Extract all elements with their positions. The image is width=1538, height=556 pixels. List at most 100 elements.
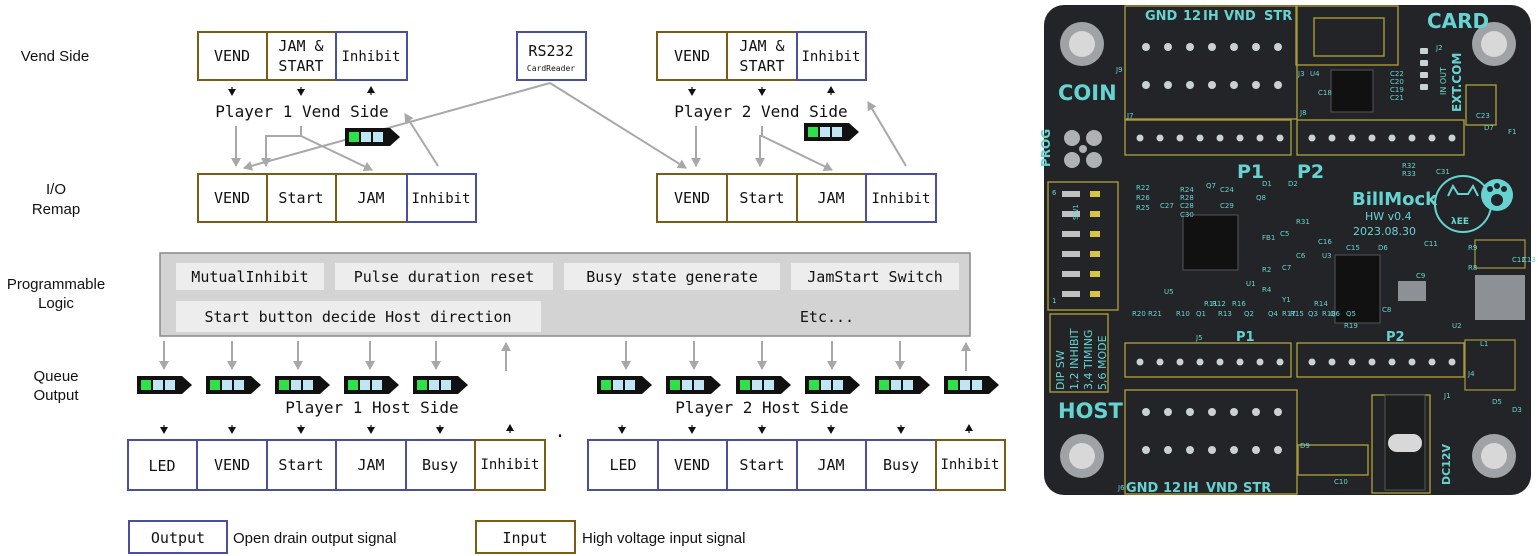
- pcb-extcom-label: EXT.COM: [1450, 53, 1464, 112]
- p1-host-vend: VEND: [214, 456, 250, 474]
- p2-jam-label: JAM &: [739, 37, 784, 55]
- logic-item-pulse: Pulse duration reset: [354, 268, 535, 286]
- pcb-date: 2023.08.30: [1353, 225, 1416, 238]
- p2-host-inhibit-box: [935, 439, 1006, 491]
- p1-host-start-box: [266, 439, 337, 491]
- p1-host-led: LED: [148, 457, 175, 475]
- pcb-dip-34: 3,4 TIMING: [1082, 330, 1095, 390]
- ref-U3: U3: [1322, 252, 1332, 260]
- host-direction-arrows: [160, 424, 973, 434]
- p1-remap-vend-box: [197, 173, 268, 223]
- ref-C23: C23: [1476, 112, 1490, 120]
- pcb-dip-56: 5,6 MODE: [1096, 335, 1109, 390]
- pcb-card-label: CARD: [1427, 9, 1489, 33]
- p1-vend-side-label: Player 1 Vend Side: [215, 102, 388, 121]
- ref-D6: D6: [1378, 244, 1388, 252]
- ref-D1: D1: [1262, 180, 1272, 188]
- ref-R33: R33: [1402, 170, 1416, 178]
- player2-vend-side: VEND JAM & START Inhibit Player 2 Vend S…: [656, 31, 867, 141]
- ref-C21: C21: [1390, 94, 1404, 102]
- queue-p1-vend: [206, 376, 261, 394]
- ref-J5: J5: [1195, 334, 1203, 342]
- pcb-dip-12: 1,2 INHIBIT: [1068, 328, 1081, 390]
- pcb-hw-version: HW v0.4: [1365, 210, 1412, 223]
- player1-host-side: LED VEND Start JAM Busy Inhibit: [127, 439, 546, 491]
- pcb-dc12v: DC12V: [1440, 443, 1453, 485]
- ref-J1: J1: [1443, 392, 1451, 400]
- pcb-p1-lower-label: P1: [1236, 330, 1255, 345]
- row-labels: Vend Side I/O Remap Programmable Logic Q…: [7, 48, 105, 404]
- p2-host-inhibit: Inhibit: [940, 457, 999, 473]
- pcb-p2-lower-label: P2: [1386, 330, 1405, 345]
- p2-host-led-box: [587, 439, 659, 491]
- ref-D9: D9: [1300, 442, 1310, 450]
- ref-C22: C22: [1390, 70, 1404, 78]
- ref-L1: L1: [1480, 340, 1488, 348]
- legend-input-label: Input: [502, 529, 547, 547]
- queue-indicators: [137, 376, 999, 394]
- p1-remap-jam-box: [335, 173, 408, 223]
- ref-R11: R11: [1204, 300, 1218, 308]
- p2-host-busy: Busy: [883, 456, 919, 474]
- ref-R17: R17: [1282, 310, 1296, 318]
- pcb-bottom-pin-2: IH: [1183, 481, 1199, 496]
- rs232-title: RS232: [528, 42, 573, 60]
- ref-R4: R4: [1262, 286, 1272, 294]
- p1-jam-start-input-box: [266, 31, 337, 81]
- row-label-queue: Queue: [33, 368, 78, 385]
- ref-R2: R2: [1262, 266, 1271, 274]
- logic-item-pulse-bg: [335, 263, 553, 290]
- connector-outlines: [1047, 5, 1497, 495]
- pcb-prog-label: PROG: [1039, 129, 1053, 167]
- p1-inhibit-output-box: [335, 31, 408, 81]
- ref-R14: R14: [1314, 300, 1328, 308]
- ref-C20: C20: [1390, 78, 1404, 86]
- ref-R15: R15: [1290, 310, 1304, 318]
- ref-R22: R22: [1136, 184, 1150, 192]
- pcb-board: CARD COIN HOST PROG EXT.COM IN OUT GND 1…: [1039, 5, 1536, 496]
- logic-item-jamstart: JamStart Switch: [807, 268, 942, 286]
- ref-U5: U5: [1164, 288, 1174, 296]
- ref-R12: R12: [1212, 300, 1226, 308]
- p2-remap-inhibit-box: [865, 173, 937, 223]
- row-label-io-remap: I/O: [46, 181, 66, 198]
- queue-p1-jam: [344, 376, 399, 394]
- host-side-labels: Player 1 Host Side Player 2 Host Side .: [285, 398, 848, 442]
- queue-p2-jam: [805, 376, 860, 394]
- p1-jam-label: JAM &: [278, 37, 323, 55]
- player2-remap: VEND Start JAM Inhibit: [656, 173, 937, 223]
- p2-host-led: LED: [609, 456, 636, 474]
- ref-R8: R8: [1468, 264, 1477, 272]
- ref-Q7: Q7: [1206, 182, 1216, 190]
- p1-host-inhibit: Inhibit: [480, 457, 539, 473]
- p1-remap-start-label: Start: [278, 189, 323, 207]
- pcb-brand: BillMock: [1352, 189, 1438, 210]
- ref-C8: C8: [1382, 306, 1391, 314]
- ref-C24: C24: [1220, 186, 1234, 194]
- logic-item-busy: Busy state generate: [586, 268, 758, 286]
- p1-host-inhibit-box: [474, 439, 546, 491]
- logic-item-mutual: MutualInhibit: [191, 268, 308, 286]
- ref-Q8: Q8: [1256, 194, 1266, 202]
- pcb-bottom-pin-0: GND: [1126, 481, 1159, 496]
- pcb-top-pin-2: IH: [1203, 9, 1219, 24]
- ref-R13: R13: [1218, 310, 1232, 318]
- ref-C13: C13: [1522, 256, 1536, 264]
- ref-C27: C27: [1160, 202, 1174, 210]
- p2-host-vend: VEND: [674, 456, 710, 474]
- rs232-subtitle: CardReader: [527, 64, 575, 73]
- ref-R9: R9: [1468, 244, 1477, 252]
- ref-Q2: Q2: [1244, 310, 1254, 318]
- logic-item-start-dir: Start button decide Host direction: [204, 308, 511, 326]
- legend-input-box: [475, 520, 576, 554]
- legend-output-label: Output: [151, 529, 205, 547]
- p1-host-vend-box: [196, 439, 268, 491]
- queue-p2-inhibit: [944, 376, 999, 394]
- billmock-logo: [1434, 175, 1513, 233]
- ref-Y1: Y1: [1281, 296, 1291, 304]
- ref-U2: U2: [1452, 322, 1462, 330]
- p2-vend-queue-indicator: [804, 123, 859, 141]
- p1-remap-inhibit-label: Inhibit: [411, 191, 470, 207]
- ref-U1: U1: [1246, 280, 1256, 288]
